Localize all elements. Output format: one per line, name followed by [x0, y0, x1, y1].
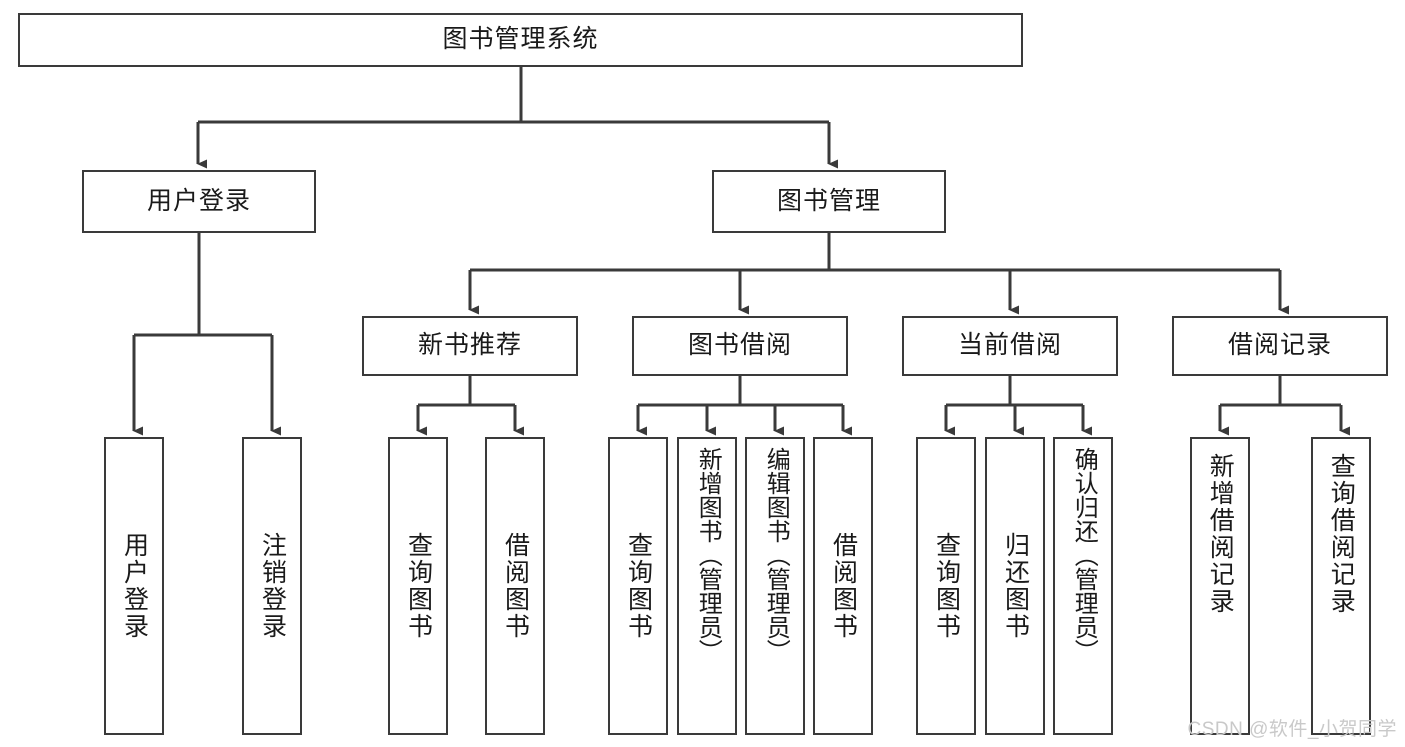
node-new-book-recommend-label: 新书推荐 [417, 331, 522, 360]
node-leaf-query-book-2-label: 查询图书 [624, 532, 653, 640]
node-book-borrow[interactable]: 图书借阅 [632, 316, 848, 376]
node-leaf-confirm-return[interactable]: 确认归还（管理员） [1053, 437, 1113, 735]
node-leaf-add-record[interactable]: 新增借阅记录 [1190, 437, 1250, 735]
node-leaf-borrow-book-1-label: 借阅图书 [501, 532, 530, 640]
node-leaf-add-record-label: 新增借阅记录 [1206, 453, 1235, 615]
node-leaf-query-book-2[interactable]: 查询图书 [608, 437, 668, 735]
node-leaf-confirm-return-label: 确认归还（管理员） [1070, 447, 1098, 663]
watermark-text: CSDN @软件_小贺同学 [1187, 719, 1397, 740]
node-new-book-recommend[interactable]: 新书推荐 [362, 316, 578, 376]
node-leaf-add-book-label: 新增图书（管理员） [694, 447, 722, 663]
node-leaf-return-book[interactable]: 归还图书 [985, 437, 1045, 735]
node-book-manage-label: 图书管理 [776, 186, 881, 215]
node-leaf-borrow-book-1[interactable]: 借阅图书 [485, 437, 545, 735]
node-leaf-query-record[interactable]: 查询借阅记录 [1311, 437, 1371, 735]
node-leaf-query-record-label: 查询借阅记录 [1327, 453, 1356, 615]
node-leaf-edit-book-label: 编辑图书（管理员） [762, 447, 790, 663]
node-book-borrow-label: 图书借阅 [687, 331, 792, 360]
node-user-login-label: 用户登录 [146, 186, 251, 215]
node-book-manage[interactable]: 图书管理 [712, 170, 946, 233]
node-leaf-return-book-label: 归还图书 [1001, 532, 1030, 640]
node-leaf-query-book-1-label: 查询图书 [404, 532, 433, 640]
node-root-label: 图书管理系统 [442, 25, 599, 54]
node-leaf-edit-book[interactable]: 编辑图书（管理员） [745, 437, 805, 735]
node-leaf-query-book-3-label: 查询图书 [932, 532, 961, 640]
node-leaf-logout-label: 注销登录 [258, 532, 287, 640]
node-leaf-logout[interactable]: 注销登录 [242, 437, 302, 735]
node-leaf-user-login-label: 用户登录 [120, 532, 149, 640]
node-current-borrow[interactable]: 当前借阅 [902, 316, 1118, 376]
node-leaf-add-book[interactable]: 新增图书（管理员） [677, 437, 737, 735]
node-leaf-user-login[interactable]: 用户登录 [104, 437, 164, 735]
node-borrow-record[interactable]: 借阅记录 [1172, 316, 1388, 376]
node-user-login[interactable]: 用户登录 [82, 170, 316, 233]
node-leaf-query-book-3[interactable]: 查询图书 [916, 437, 976, 735]
node-leaf-borrow-book-2-label: 借阅图书 [829, 532, 858, 640]
node-leaf-query-book-1[interactable]: 查询图书 [388, 437, 448, 735]
node-current-borrow-label: 当前借阅 [957, 331, 1062, 360]
node-root[interactable]: 图书管理系统 [18, 13, 1023, 67]
node-leaf-borrow-book-2[interactable]: 借阅图书 [813, 437, 873, 735]
node-borrow-record-label: 借阅记录 [1227, 331, 1332, 360]
